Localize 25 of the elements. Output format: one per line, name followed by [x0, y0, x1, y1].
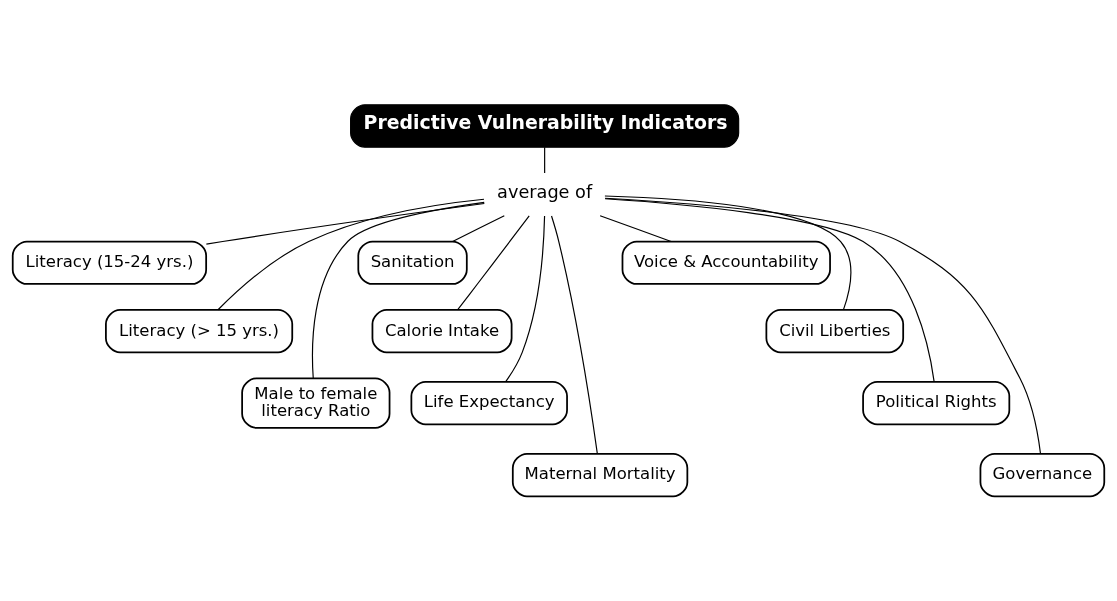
node-box: Sanitation [357, 240, 468, 285]
node-box: Literacy (> 15 yrs.) [105, 309, 294, 354]
node-box: Political Rights [862, 381, 1011, 426]
node-text: average of [497, 182, 593, 203]
node-box: Civil Liberties [765, 309, 905, 354]
connector [604, 198, 935, 382]
connector [599, 215, 672, 243]
node-box: Literacy (15-24 yrs.) [11, 240, 208, 285]
connector [311, 201, 485, 379]
connector [604, 197, 1042, 455]
node-box: Voice & Accountability [621, 240, 831, 285]
node-box: Calorie Intake [371, 309, 513, 354]
node-box: Maternal Mortality [511, 452, 689, 498]
connector [544, 146, 546, 174]
connector [456, 215, 530, 311]
node-box: Governance [979, 452, 1106, 498]
connector [452, 215, 505, 243]
node-box: Male to female literacy Ratio [241, 377, 391, 429]
connector [604, 195, 852, 311]
node-box: Life Expectancy [410, 381, 568, 426]
connector [505, 215, 546, 383]
connector [550, 215, 598, 455]
node-box: Predictive Vulnerability Indicators [350, 104, 740, 148]
connector [217, 198, 485, 311]
connector [205, 202, 485, 245]
